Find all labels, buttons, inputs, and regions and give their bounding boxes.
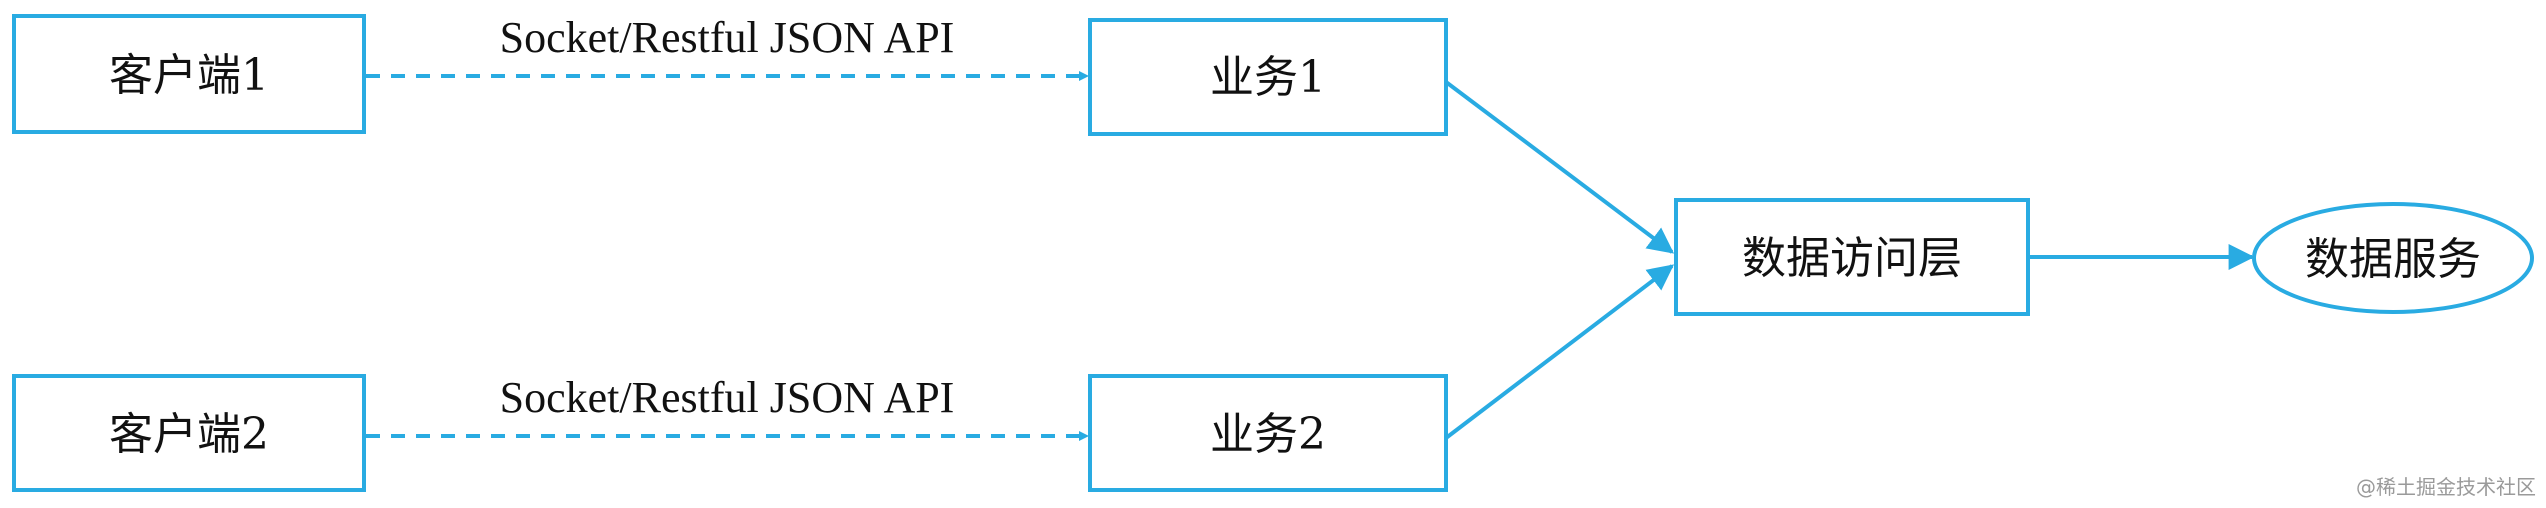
node-client2-label: 客户端2 [109,409,269,460]
edge-service1-to-data-access [1444,80,1675,254]
node-data-access-layer: 数据访问层 [1674,198,2030,316]
watermark-text: @稀土掘金技术社区 [2356,475,2536,499]
node-service1-label: 业务1 [1210,52,1326,103]
node-service1: 业务1 [1088,18,1448,136]
node-service2: 业务2 [1088,374,1448,492]
node-service2-label: 业务2 [1210,409,1326,460]
node-client2: 客户端2 [12,374,366,492]
node-data-service-label: 数据服务 [2305,234,2481,285]
node-client1: 客户端1 [12,14,366,134]
edge-client1-to-service1-label: Socket/Restful JSON API [500,13,955,62]
node-data-access-layer-label: 数据访问层 [1742,233,1962,284]
edge-client2-to-service2-label: Socket/Restful JSON API [500,373,955,422]
node-client1-label: 客户端1 [109,50,269,101]
edge-service2-to-data-access [1444,264,1675,440]
node-data-service: 数据服务 [2252,202,2534,314]
